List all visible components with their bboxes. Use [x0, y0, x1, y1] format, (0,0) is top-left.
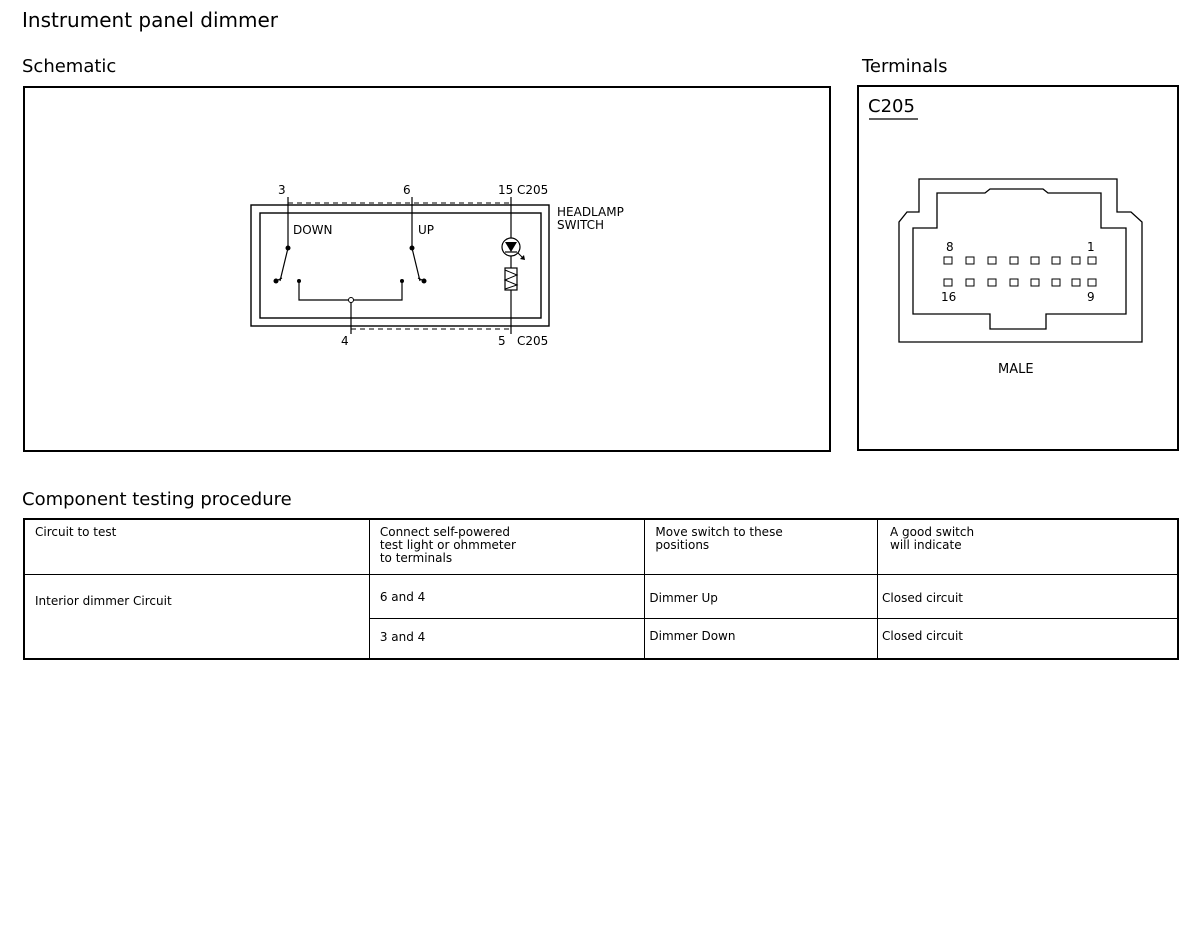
- terminal-pin-16: 16: [941, 290, 956, 304]
- header-circuit: Circuit to test: [35, 525, 117, 539]
- schematic-heading: Schematic: [22, 56, 117, 77]
- terminals-heading: Terminals: [862, 56, 948, 77]
- table-row: 3 and 4 Dimmer Down Closed circuit: [24, 618, 1179, 660]
- procedure-heading: Component testing procedure: [22, 489, 292, 510]
- result-cell: Closed circuit: [882, 629, 963, 643]
- terminals-connector-id: C205: [868, 96, 915, 117]
- pin-4-label: 4: [341, 334, 349, 348]
- terminals-frame: [857, 85, 1179, 451]
- connector-face-outer: [898, 178, 1143, 343]
- pin-5-label: 5: [498, 334, 506, 348]
- schematic-frame: [23, 86, 831, 452]
- circuit-cell: Interior dimmer Circuit: [35, 594, 172, 608]
- table-header-row: Circuit to test Connect self-powered tes…: [23, 518, 1179, 575]
- connector-face-inner: [912, 188, 1127, 330]
- terminals-cell: 3 and 4: [379, 630, 426, 644]
- pin-6-label: 6: [403, 183, 411, 197]
- terminal-pin-8: 8: [946, 240, 954, 254]
- switch-down-blade: [279, 247, 289, 282]
- pin-3-label: 3: [278, 183, 286, 197]
- terminals-cell: 6 and 4: [379, 590, 426, 604]
- down-label: DOWN: [293, 223, 333, 237]
- switch-up-blade: [411, 247, 421, 282]
- connector-bottom-label: C205: [517, 334, 548, 348]
- pin-15-label: 15: [498, 183, 513, 197]
- header-terminals: Connect self-powered test light or ohmme…: [379, 525, 516, 565]
- position-cell: Dimmer Up: [649, 591, 718, 605]
- switch-outer-housing: [250, 204, 550, 327]
- bus-junction: [348, 297, 354, 303]
- header-positions: Move switch to these positions: [655, 525, 783, 552]
- pin-row-bottom: [943, 278, 1097, 287]
- pin-row-top: [943, 256, 1097, 265]
- position-cell: Dimmer Down: [649, 629, 736, 643]
- table-row: Interior dimmer Circuit 6 and 4 Dimmer U…: [23, 574, 1179, 660]
- header-result: A good switch will indicate: [890, 525, 975, 552]
- terminal-pin-9: 9: [1087, 290, 1095, 304]
- procedure-table: Circuit to test Connect self-powered tes…: [23, 518, 1179, 660]
- terminal-pin-1: 1: [1087, 240, 1095, 254]
- page-title: Instrument panel dimmer: [22, 8, 278, 32]
- connector-gender: MALE: [998, 362, 1034, 377]
- up-label: UP: [418, 223, 434, 237]
- result-cell: Closed circuit: [882, 591, 963, 605]
- component-label-line1: HEADLAMP: [557, 205, 624, 219]
- component-label-line2: SWITCH: [557, 218, 604, 232]
- connector-top-label: C205: [517, 183, 548, 197]
- switch-inner-housing: [259, 212, 542, 319]
